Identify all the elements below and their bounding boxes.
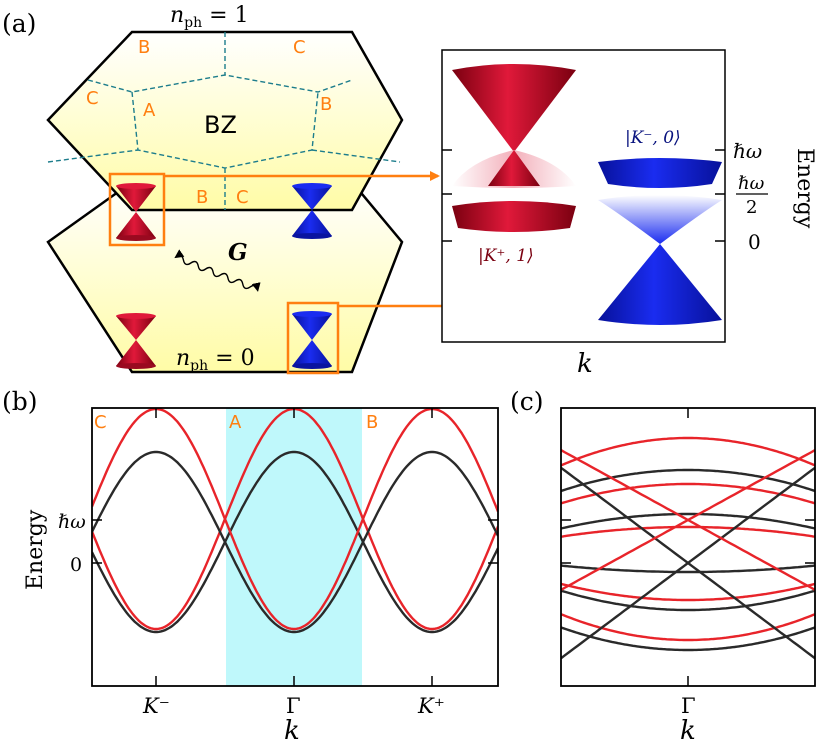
region-label-B-top: B (138, 37, 150, 58)
panel-c-band-dark-1 (561, 512, 815, 530)
panel-c-band-dark-4 (561, 626, 815, 652)
inset-blue-cones (598, 158, 722, 325)
bz-label: BZ (204, 111, 237, 139)
panel-label-c: (c) (510, 387, 544, 416)
cone-blue-lower (292, 311, 332, 369)
panel-b-ytick-hw: ℏω (58, 511, 86, 533)
region-label-B-right: B (320, 94, 332, 115)
inset-ylabel: Energy (792, 148, 817, 229)
panel-c-band-dark-2 (561, 564, 815, 574)
cone-red-upper (116, 183, 156, 241)
panel-b-curves (92, 408, 498, 634)
ket-K-plus: |K⁺, 1⟩ (478, 246, 534, 266)
region-label-C-top: C (293, 37, 306, 58)
panel-c-band-red-0 (561, 436, 815, 467)
inset-tick-zero: 0 (748, 230, 761, 254)
highlight-box-upper (108, 172, 166, 247)
panel-c-frame (560, 407, 816, 687)
hexagon-nph1 (46, 30, 404, 212)
panel-c-band-dark-diag-2 (561, 466, 815, 660)
panel-b-band-red-upper (92, 408, 498, 631)
panel-b-ticks (92, 408, 498, 686)
ket-K-minus: |K⁻, 0⟩ (625, 128, 681, 148)
photon-wavy-arrow (174, 249, 261, 292)
region-label-B-bottom: B (196, 187, 208, 208)
panel-label-b: (b) (2, 387, 38, 416)
inset-tick-hw2-den: 2 (746, 197, 757, 218)
panel-b-band-dark-lower (92, 450, 498, 634)
panel-c-band-red-3 (561, 582, 815, 602)
panel-c-band-red-diag-2 (561, 449, 815, 591)
panel-c-band-dark-0 (561, 468, 815, 493)
nph0-label: nph = 0 (176, 346, 255, 374)
panel-c-ticks (561, 408, 815, 686)
highlight-box-lower (286, 301, 340, 375)
inset-xlabel: k (577, 349, 593, 379)
panel-b-xtick-Kplus: K⁺ (417, 694, 445, 718)
panel-b-band-red-lower (92, 408, 498, 631)
panel-b-shaded-region (226, 408, 362, 686)
panel-c-band-red-4 (561, 613, 815, 642)
panel-c-xlabel: k (680, 716, 696, 743)
region-label-C-left: C (86, 88, 99, 109)
panel-b-ylabel: Energy (23, 509, 48, 590)
panel-b-xtick-Kminus: K⁻ (142, 694, 170, 718)
region-label-C-bottom: C (236, 187, 249, 208)
panel-c-band-dark-3 (561, 589, 815, 612)
panel-c-curves (561, 436, 815, 660)
panel-b-band-dark-upper (92, 450, 498, 634)
panel-c-band-red-2 (561, 525, 815, 538)
nph1-label: nph = 1 (170, 3, 249, 31)
photon-G-label: G (228, 239, 248, 266)
panel-c-band-red-1 (561, 482, 815, 505)
region-label-A: A (143, 100, 156, 121)
panel-b-region-C: C (94, 412, 107, 433)
inset-tick-hw2-num: ℏω (738, 173, 765, 194)
inset-ticks (442, 149, 725, 242)
panel-b-xtick-Gamma: Γ (286, 694, 301, 718)
panel-b-ytick-zero: 0 (70, 554, 82, 576)
inset-red-cones (452, 64, 576, 232)
panel-b-region-B: B (366, 412, 378, 433)
bz-dashed-lines (47, 32, 401, 210)
cone-blue-upper (292, 183, 332, 239)
panel-b-xlabel: k (284, 716, 300, 743)
panel-c-xtick-Gamma: Γ (681, 694, 696, 718)
cone-red-lower (116, 313, 156, 369)
panel-label-a: (a) (2, 9, 36, 38)
inset-tick-hw: ℏω (733, 139, 762, 163)
panel-b-region-A: A (229, 412, 242, 433)
panel-b-frame (91, 407, 499, 687)
